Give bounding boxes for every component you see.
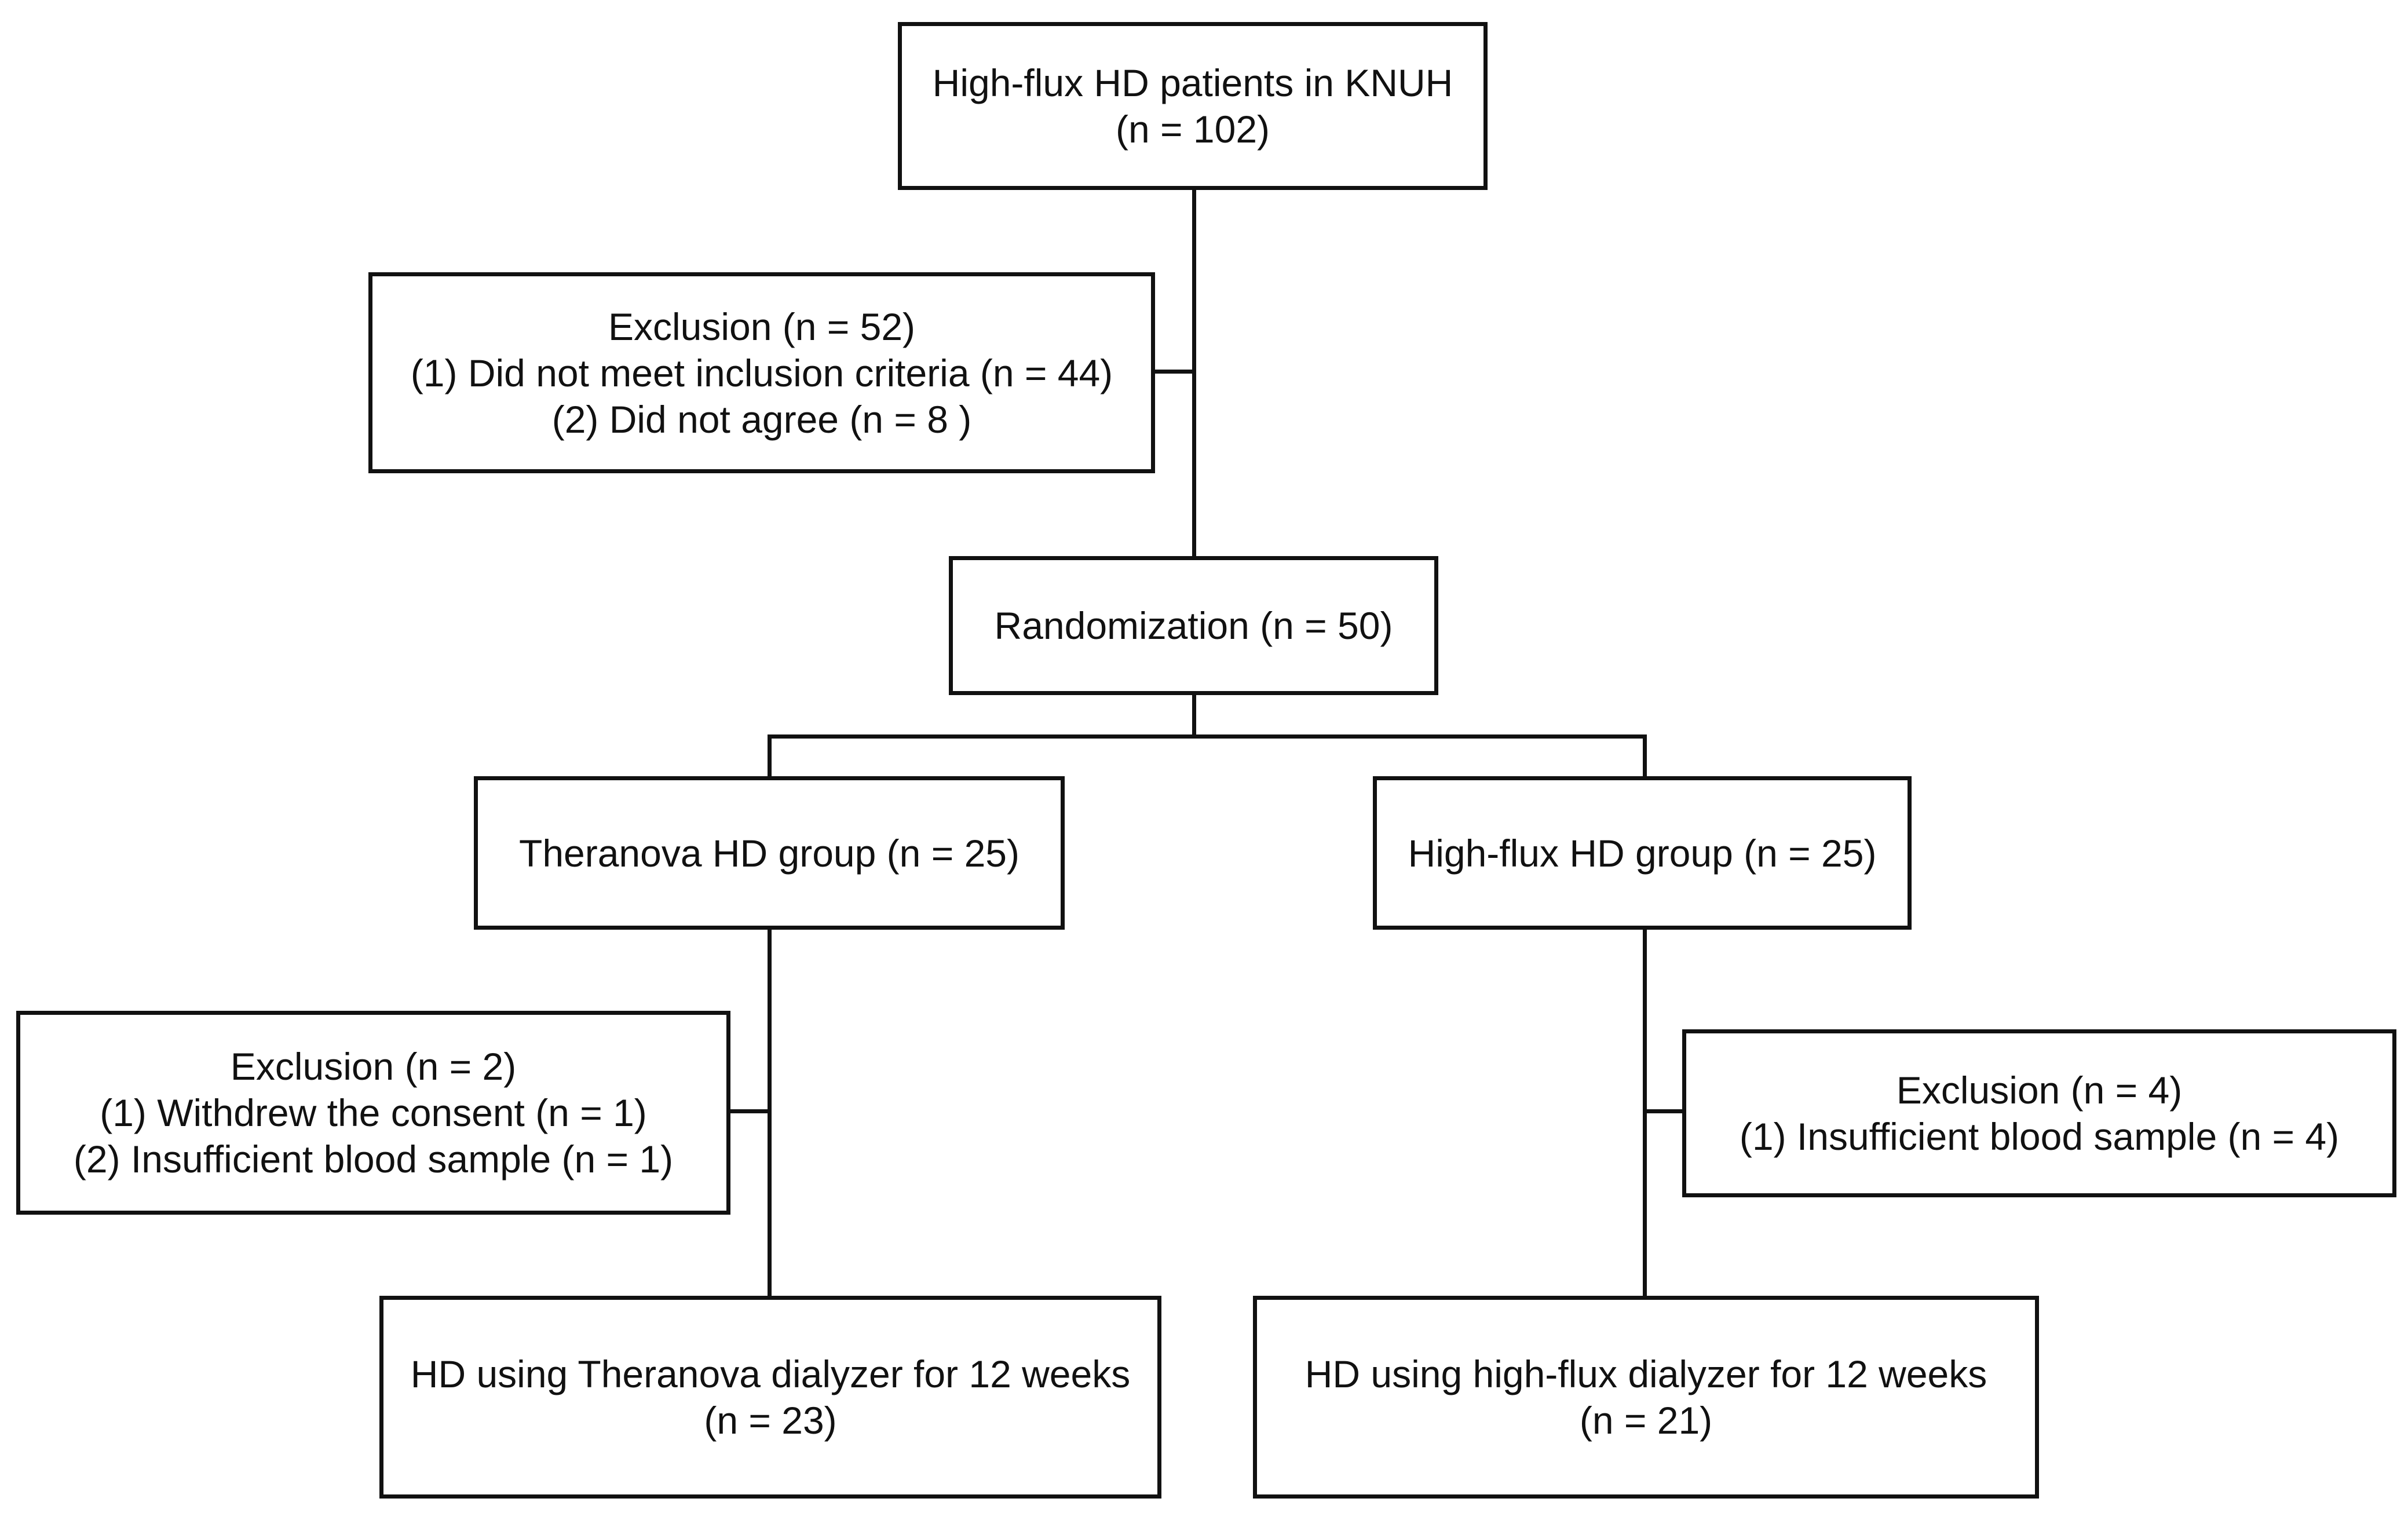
connector-randomization-down	[1192, 692, 1196, 739]
final-box-high-flux: HD using high-flux dialyzer for 12 weeks…	[1253, 1296, 2039, 1499]
final-theranova-count: (n = 23)	[704, 1399, 837, 1442]
exclusion-reason: (2) Insufficient blood sample (n = 1)	[73, 1138, 674, 1181]
connector-group-split	[768, 734, 1647, 739]
exclusion-box-right: Exclusion (n = 4) (1) Insufficient blood…	[1682, 1029, 2396, 1197]
final-theranova-title: HD using Theranova dialyzer for 12 weeks	[410, 1353, 1131, 1395]
randomization-title: Randomization (n = 50)	[994, 604, 1393, 647]
randomization-box: Randomization (n = 50)	[949, 556, 1438, 695]
enrollment-box: High-flux HD patients in KNUH (n = 102)	[898, 22, 1488, 190]
connector-start-to-randomization	[1192, 188, 1196, 559]
theranova-group-box: Theranova HD group (n = 25)	[474, 776, 1065, 930]
high-flux-group-title: High-flux HD group (n = 25)	[1408, 831, 1877, 875]
exclusion-reason: (1) Withdrew the consent (n = 1)	[100, 1091, 647, 1134]
exclusion-reason: (2) Did not agree (n = 8 )	[551, 397, 972, 441]
final-high-flux-count: (n = 21)	[1579, 1399, 1713, 1442]
enrollment-count: (n = 102)	[1116, 108, 1270, 151]
connector-exclusion1-branch	[1153, 370, 1196, 374]
connector-left-group-to-final	[768, 927, 772, 1300]
exclusion-title: Exclusion (n = 2)	[230, 1045, 517, 1088]
final-box-theranova: HD using Theranova dialyzer for 12 weeks…	[379, 1296, 1161, 1499]
connector-right-group-to-final	[1643, 927, 1647, 1300]
theranova-group-title: Theranova HD group (n = 25)	[519, 831, 1020, 875]
exclusion-title: Exclusion (n = 52)	[608, 305, 916, 348]
connector-to-right-group	[1643, 734, 1647, 781]
connector-to-left-group	[768, 734, 772, 781]
exclusion-title: Exclusion (n = 4)	[1896, 1069, 2183, 1112]
final-high-flux-title: HD using high-flux dialyzer for 12 weeks	[1305, 1353, 1987, 1395]
connector-left-exclusion-branch	[727, 1109, 772, 1113]
exclusion-reason: (1) Did not meet inclusion criteria (n =…	[410, 351, 1113, 394]
high-flux-group-box: High-flux HD group (n = 25)	[1373, 776, 1912, 930]
connector-right-exclusion-branch	[1643, 1109, 1689, 1113]
exclusion-reason: (1) Insufficient blood sample (n = 4)	[1739, 1115, 2340, 1158]
exclusion-box-left: Exclusion (n = 2) (1) Withdrew the conse…	[16, 1011, 730, 1215]
exclusion-box-1: Exclusion (n = 52) (1) Did not meet incl…	[368, 272, 1155, 473]
enrollment-title: High-flux HD patients in KNUH	[932, 61, 1453, 104]
